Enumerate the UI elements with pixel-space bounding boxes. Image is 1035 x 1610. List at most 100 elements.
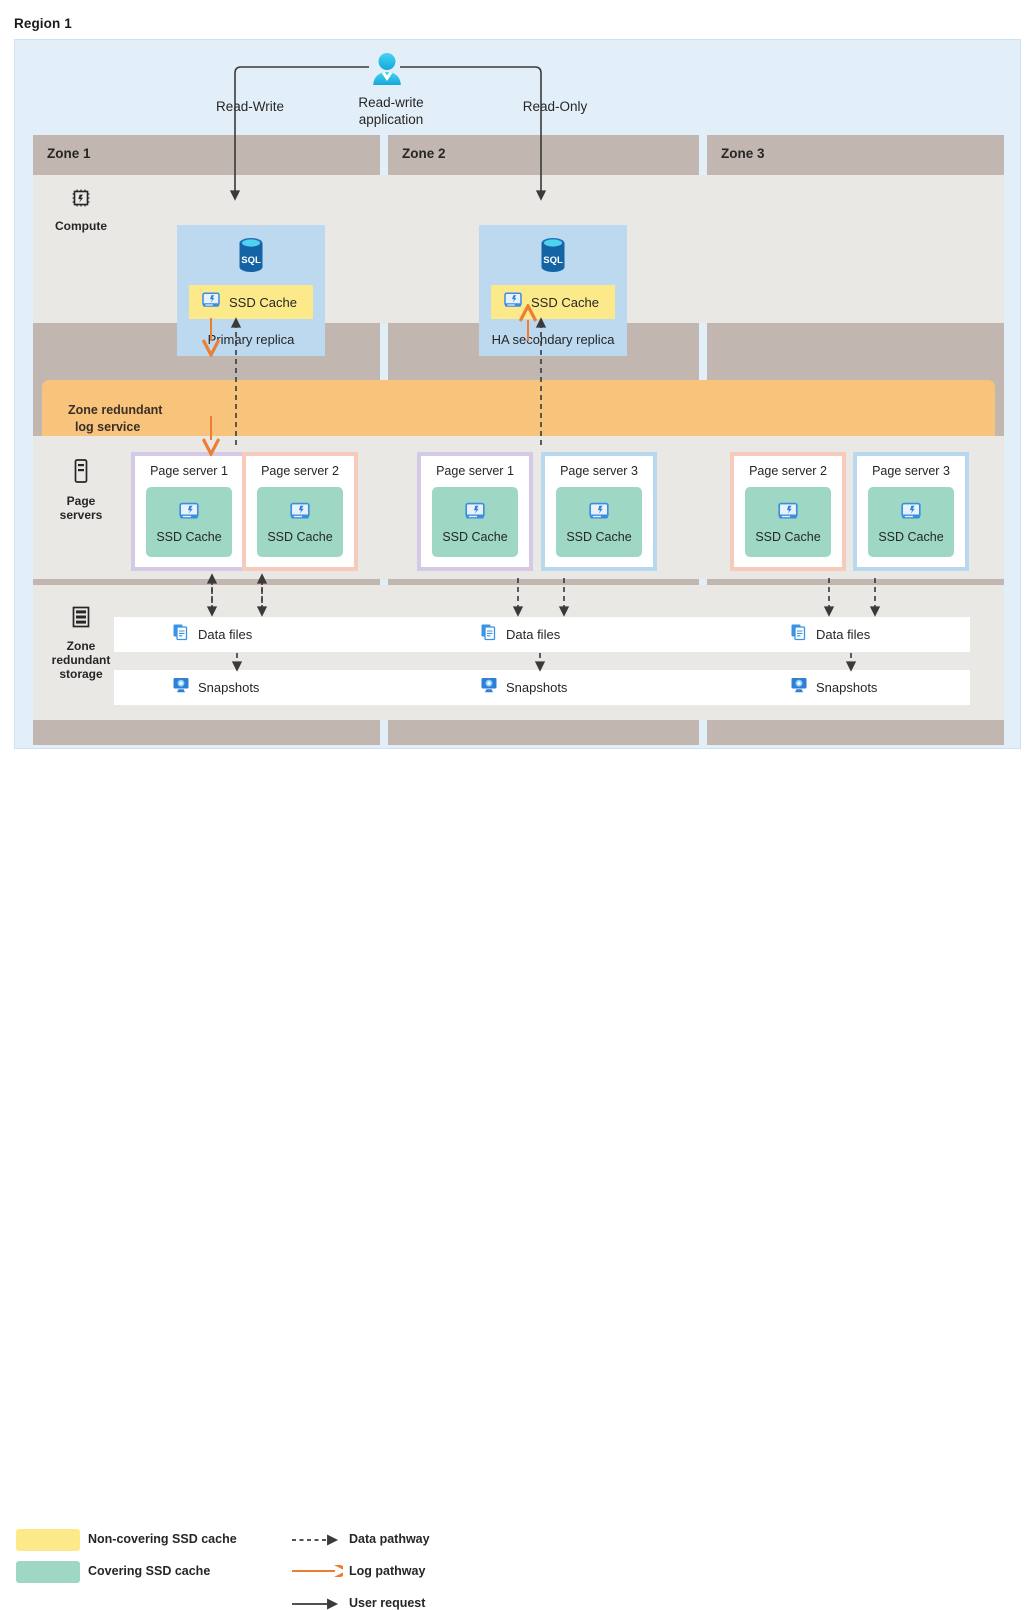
data-files-cell-z2[interactable]: Data files [480,617,560,652]
legend-arrow-data-pathway [292,1534,339,1546]
page-server-box-z1-ps1[interactable]: Page server 1 SSD Cache [131,452,247,571]
data-files-label: Data files [198,627,253,642]
page-server-title: Page server 2 [749,464,827,478]
legend-label-covering: Covering SSD cache [88,1564,211,1578]
primary-replica-name: Primary replica [207,332,295,347]
ssd-disk-icon [777,500,799,527]
data-files-row: Data files Data files [114,617,970,652]
snapshots-label: Snapshots [198,680,260,695]
page-server-cache-label: SSD Cache [442,530,508,544]
snapshots-cell-z3[interactable]: Snapshots [790,670,877,705]
primary-replica-box[interactable]: SQL SSD Cache Primary replica [177,225,325,356]
page-server-ssd-cache: SSD Cache [257,487,343,557]
snapshot-monitor-icon [790,676,808,699]
diagram-root: Region 1 Read-write [0,16,1035,1610]
page-server-cache-label: SSD Cache [878,530,944,544]
page-server-box-z2-ps3[interactable]: Page server 3 SSD Cache [541,452,657,571]
storage-stack-icon [70,605,92,634]
ssd-disk-icon [588,500,610,527]
snapshots-label: Snapshots [816,680,878,695]
legend: Non-covering SSD cache Covering SSD cach… [0,760,1035,1610]
legend-label-non-covering: Non-covering SSD cache [88,1532,237,1546]
page-server-ssd-cache: SSD Cache [432,487,518,557]
ha-secondary-replica-cache-label: SSD Cache [531,294,599,310]
storage-label-line1: Zone [66,639,96,653]
region-title: Region 1 [14,16,72,31]
svg-text:SQL: SQL [241,255,261,266]
log-service-label: Zone redundant log service [68,402,162,436]
snapshots-cell-z2[interactable]: Snapshots [480,670,567,705]
application-area: Read-write application Read-Write Read-O… [15,40,1022,135]
read-write-path-label: Read-Write [215,99,285,114]
ha-secondary-replica-ssd-cache: SSD Cache [491,285,615,319]
legend-arrow-log-pathway [292,1565,343,1577]
snapshot-monitor-icon [172,676,190,699]
page-servers-band-side: Page servers [33,436,129,601]
legend-swatch-covering [16,1561,80,1583]
primary-replica-ssd-cache: SSD Cache [189,285,313,319]
page-server-title: Page server 2 [261,464,339,478]
ssd-disk-icon [503,290,523,315]
documents-icon [790,623,808,646]
compute-band-side: Compute [33,175,129,335]
page-server-box-z1-ps2[interactable]: Page server 2 SSD Cache [242,452,358,571]
page-server-box-z3-ps3[interactable]: Page server 3 SSD Cache [853,452,969,571]
ssd-disk-icon [178,500,200,527]
data-files-label: Data files [506,627,561,642]
snapshot-monitor-icon [480,676,498,699]
page-servers-band-label: Page servers [60,494,103,522]
log-service-label-line2: log service [74,420,141,434]
snapshots-cell-z1[interactable]: Snapshots [172,670,259,705]
server-icon [72,458,90,489]
zone-title-1: Zone 1 [47,146,91,161]
documents-icon [172,623,190,646]
ha-secondary-replica-box[interactable]: SQL SSD Cache HA secondary replica [479,225,627,356]
page-server-ssd-cache: SSD Cache [745,487,831,557]
ha-secondary-replica-name: HA secondary replica [491,332,615,347]
storage-band-side: Zone redundant storage [33,585,129,740]
page-server-title: Page server 1 [150,464,228,478]
storage-label-line2: redundant [51,653,111,667]
read-only-path-label: Read-Only [522,99,588,114]
legend-label-data-pathway: Data pathway [349,1532,430,1546]
page-servers-label-line2: servers [59,508,103,522]
primary-replica-cache-label: SSD Cache [229,294,297,310]
documents-icon [480,623,498,646]
page-server-box-z2-ps1[interactable]: Page server 1 SSD Cache [417,452,533,571]
sql-database-icon: SQL [234,236,268,281]
application-label-line2: application [358,112,424,127]
application-label: Read-write application [331,94,451,128]
page-server-title: Page server 3 [872,464,950,478]
data-files-label: Data files [816,627,871,642]
page-server-cache-label: SSD Cache [755,530,821,544]
data-files-cell-z3[interactable]: Data files [790,617,870,652]
compute-band-label: Compute [55,219,107,233]
page-server-ssd-cache: SSD Cache [146,487,232,557]
page-server-ssd-cache: SSD Cache [556,487,642,557]
sql-database-icon: SQL [536,236,570,281]
cpu-chip-icon [70,187,92,214]
ssd-disk-icon [201,290,221,315]
zone-title-2: Zone 2 [402,146,446,161]
storage-label-line3: storage [59,667,103,681]
svg-text:SQL: SQL [543,255,563,266]
page-server-ssd-cache: SSD Cache [868,487,954,557]
data-files-cell-z1[interactable]: Data files [172,617,252,652]
log-service-label-line1: Zone redundant [68,403,163,417]
page-server-title: Page server 3 [560,464,638,478]
user-icon [367,51,407,91]
zone-title-3: Zone 3 [721,146,765,161]
ssd-disk-icon [900,500,922,527]
page-server-title: Page server 1 [436,464,514,478]
page-server-cache-label: SSD Cache [566,530,632,544]
page-server-cache-label: SSD Cache [156,530,222,544]
legend-label-user-request: User request [349,1596,426,1610]
legend-label-log-pathway: Log pathway [349,1564,426,1578]
ssd-disk-icon [464,500,486,527]
snapshots-row: Snapshots Snapshots [114,670,970,705]
ssd-disk-icon [289,500,311,527]
page-server-box-z3-ps2[interactable]: Page server 2 SSD Cache [730,452,846,571]
snapshots-label: Snapshots [506,680,568,695]
page-servers-label-line1: Page [66,494,96,508]
legend-swatch-non-covering [16,1529,80,1551]
